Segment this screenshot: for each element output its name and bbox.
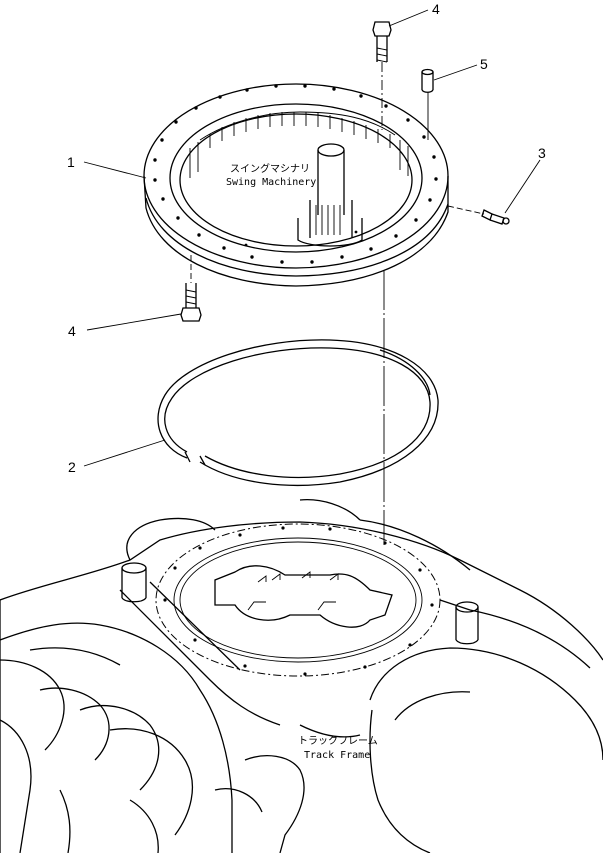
dowel-pin bbox=[421, 68, 434, 93]
callout-1: 1 bbox=[67, 154, 75, 170]
track-frame-label-en: Track Frame bbox=[304, 750, 370, 761]
bearing-inner-teeth bbox=[189, 112, 409, 178]
callout-4-bottom: 4 bbox=[68, 323, 76, 339]
swing-machinery-label-en: Swing Machinery bbox=[226, 177, 316, 188]
grease-fitting bbox=[481, 209, 510, 225]
callout-5: 5 bbox=[480, 56, 488, 72]
bearing-bolt-holes bbox=[153, 84, 438, 264]
leader-lines bbox=[83, 9, 541, 467]
callout-4-top: 4 bbox=[432, 1, 440, 17]
swing-machinery-label-jp: スイングマシナリ bbox=[230, 162, 310, 175]
bolt-bottom bbox=[180, 283, 202, 322]
frame-arrow-marks bbox=[247, 571, 339, 611]
seal-ring bbox=[157, 339, 439, 487]
bolt-top bbox=[372, 21, 392, 63]
swing-bearing bbox=[143, 83, 449, 287]
mount-pad-left bbox=[121, 562, 147, 603]
frame-bolt-holes bbox=[163, 526, 434, 676]
track-frame-label-jp: トラックフレーム bbox=[298, 735, 378, 747]
callout-2: 2 bbox=[68, 459, 76, 475]
track-frame bbox=[0, 499, 603, 853]
mount-pad-right bbox=[455, 601, 479, 645]
swing-machinery-pinion bbox=[297, 143, 363, 247]
callout-3: 3 bbox=[538, 145, 546, 161]
frame-mounting-circle bbox=[155, 523, 441, 677]
frame-center-plate bbox=[214, 565, 393, 628]
alignment-lines bbox=[190, 62, 485, 545]
